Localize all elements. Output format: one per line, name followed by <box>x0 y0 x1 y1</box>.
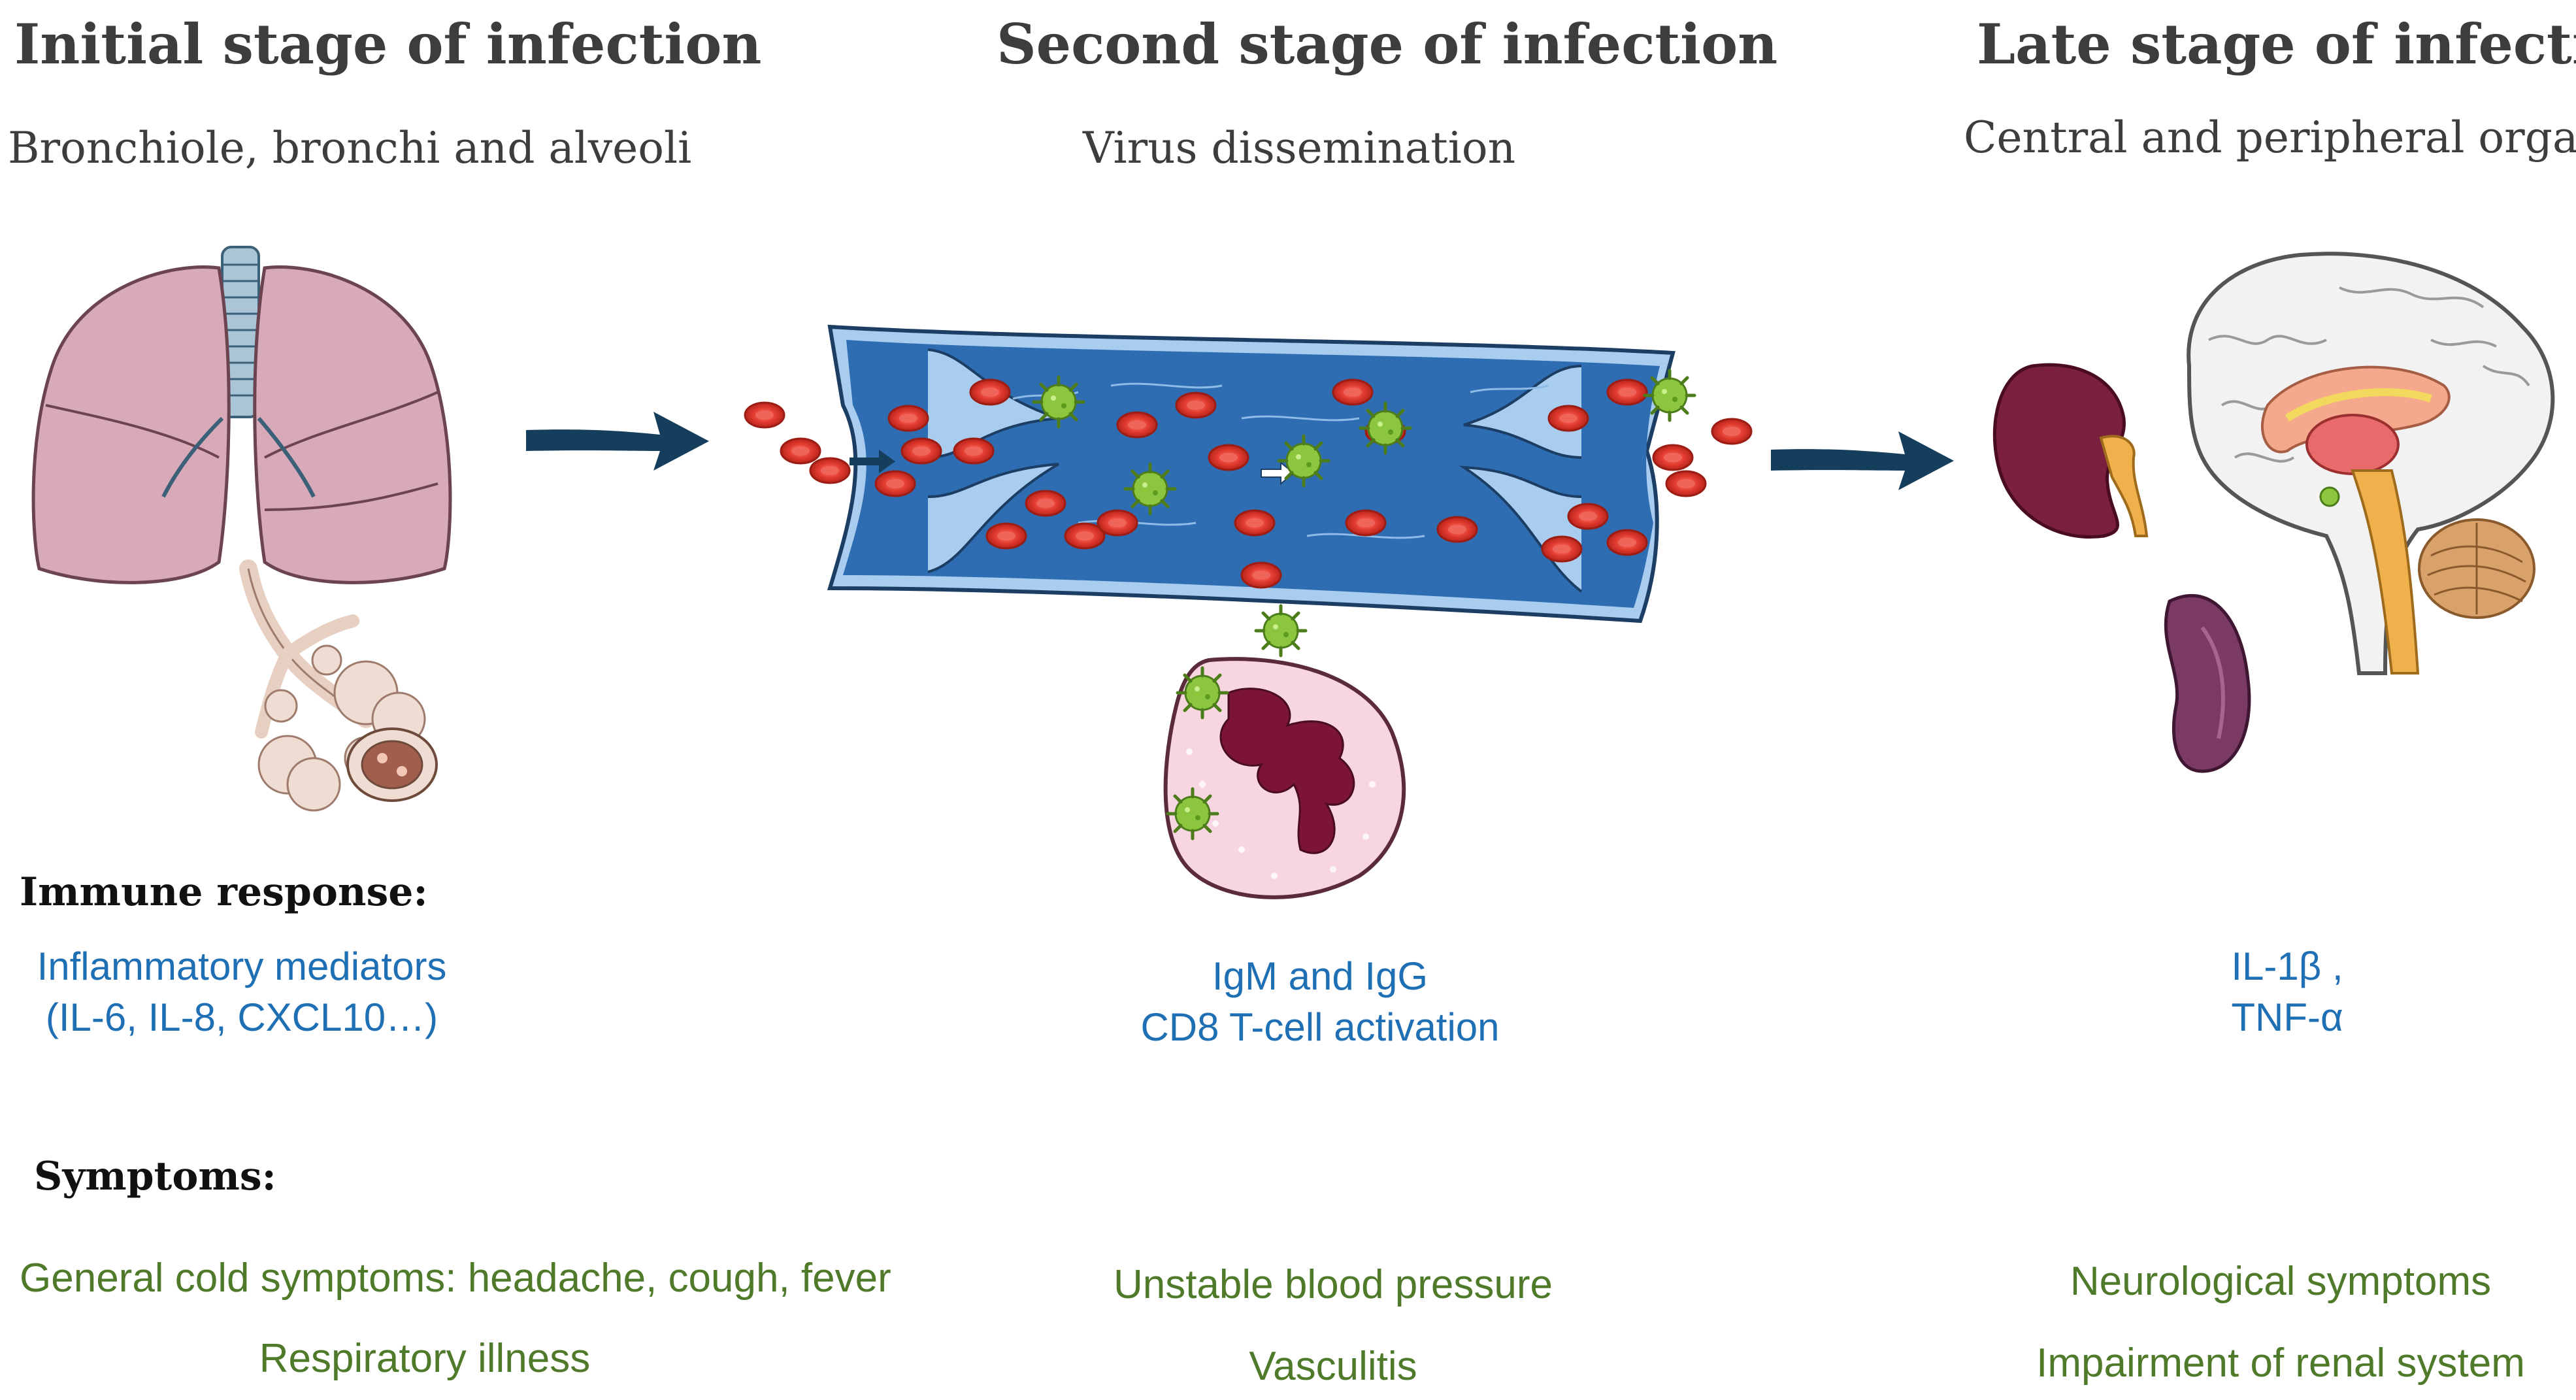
stage3-subtitle: Central and peripheral organs <box>1964 112 2576 163</box>
stage2-title: Second stage of infection <box>997 12 1778 76</box>
immune-stage3: IL-1β , TNF-α <box>2156 941 2418 1043</box>
stage2-subtitle: Virus dissemination <box>1083 123 1516 173</box>
arrow-right-icon <box>526 412 709 471</box>
symptom-stage2-2: Vasculitis <box>1249 1344 1417 1389</box>
virus-icon <box>1034 377 1083 427</box>
virus-icon <box>1361 403 1410 453</box>
stage3-title: Late stage of infection <box>1977 12 2576 76</box>
immune-stage1-line2: (IL-6, IL-8, CXCL10…) <box>45 995 438 1039</box>
virus-icon <box>1168 789 1217 839</box>
virus-icon <box>1256 606 1306 656</box>
virus-icon <box>1125 464 1175 514</box>
immune-stage1: Inflammatory mediators (IL-6, IL-8, CXCL… <box>0 941 484 1043</box>
virus-icon <box>1645 371 1694 420</box>
alveoli-icon <box>239 559 438 812</box>
symptom-stage3-2: Impairment of renal system <box>2036 1341 2525 1386</box>
symptoms-heading: Symptoms: <box>34 1154 276 1199</box>
immune-response-heading: Immune response: <box>20 869 428 915</box>
arrow-right-icon <box>1771 431 1954 490</box>
stage1-title: Initial stage of infection <box>14 12 762 76</box>
immune-stage2-line2: CD8 T-cell activation <box>1140 1005 1500 1049</box>
immune-stage1-line1: Inflammatory mediators <box>37 944 447 988</box>
stage1-subtitle: Bronchiole, bronchi and alveoli <box>8 123 692 173</box>
immune-stage3-line2: TNF-α <box>2231 995 2343 1039</box>
virus-icon <box>1178 668 1227 718</box>
virus-icon <box>1279 436 1329 486</box>
symptom-stage3-1: Neurological symptoms <box>2070 1259 2492 1304</box>
kidney-icon <box>1992 363 2149 539</box>
brain-icon <box>2187 252 2555 675</box>
immune-stage2: IgM and IgG CD8 T-cell activation <box>1059 951 1581 1053</box>
lungs-icon <box>31 246 452 584</box>
symptom-stage1-1: General cold symptoms: headache, cough, … <box>20 1256 891 1301</box>
immune-stage2-line1: IgM and IgG <box>1212 954 1428 998</box>
immune-stage3-line1: IL-1β , <box>2231 944 2343 988</box>
symptom-stage1-2: Respiratory illness <box>259 1336 591 1381</box>
neutrophil-icon <box>1163 657 1406 899</box>
symptom-stage2-1: Unstable blood pressure <box>1113 1262 1553 1307</box>
spleen-icon <box>2164 593 2251 773</box>
